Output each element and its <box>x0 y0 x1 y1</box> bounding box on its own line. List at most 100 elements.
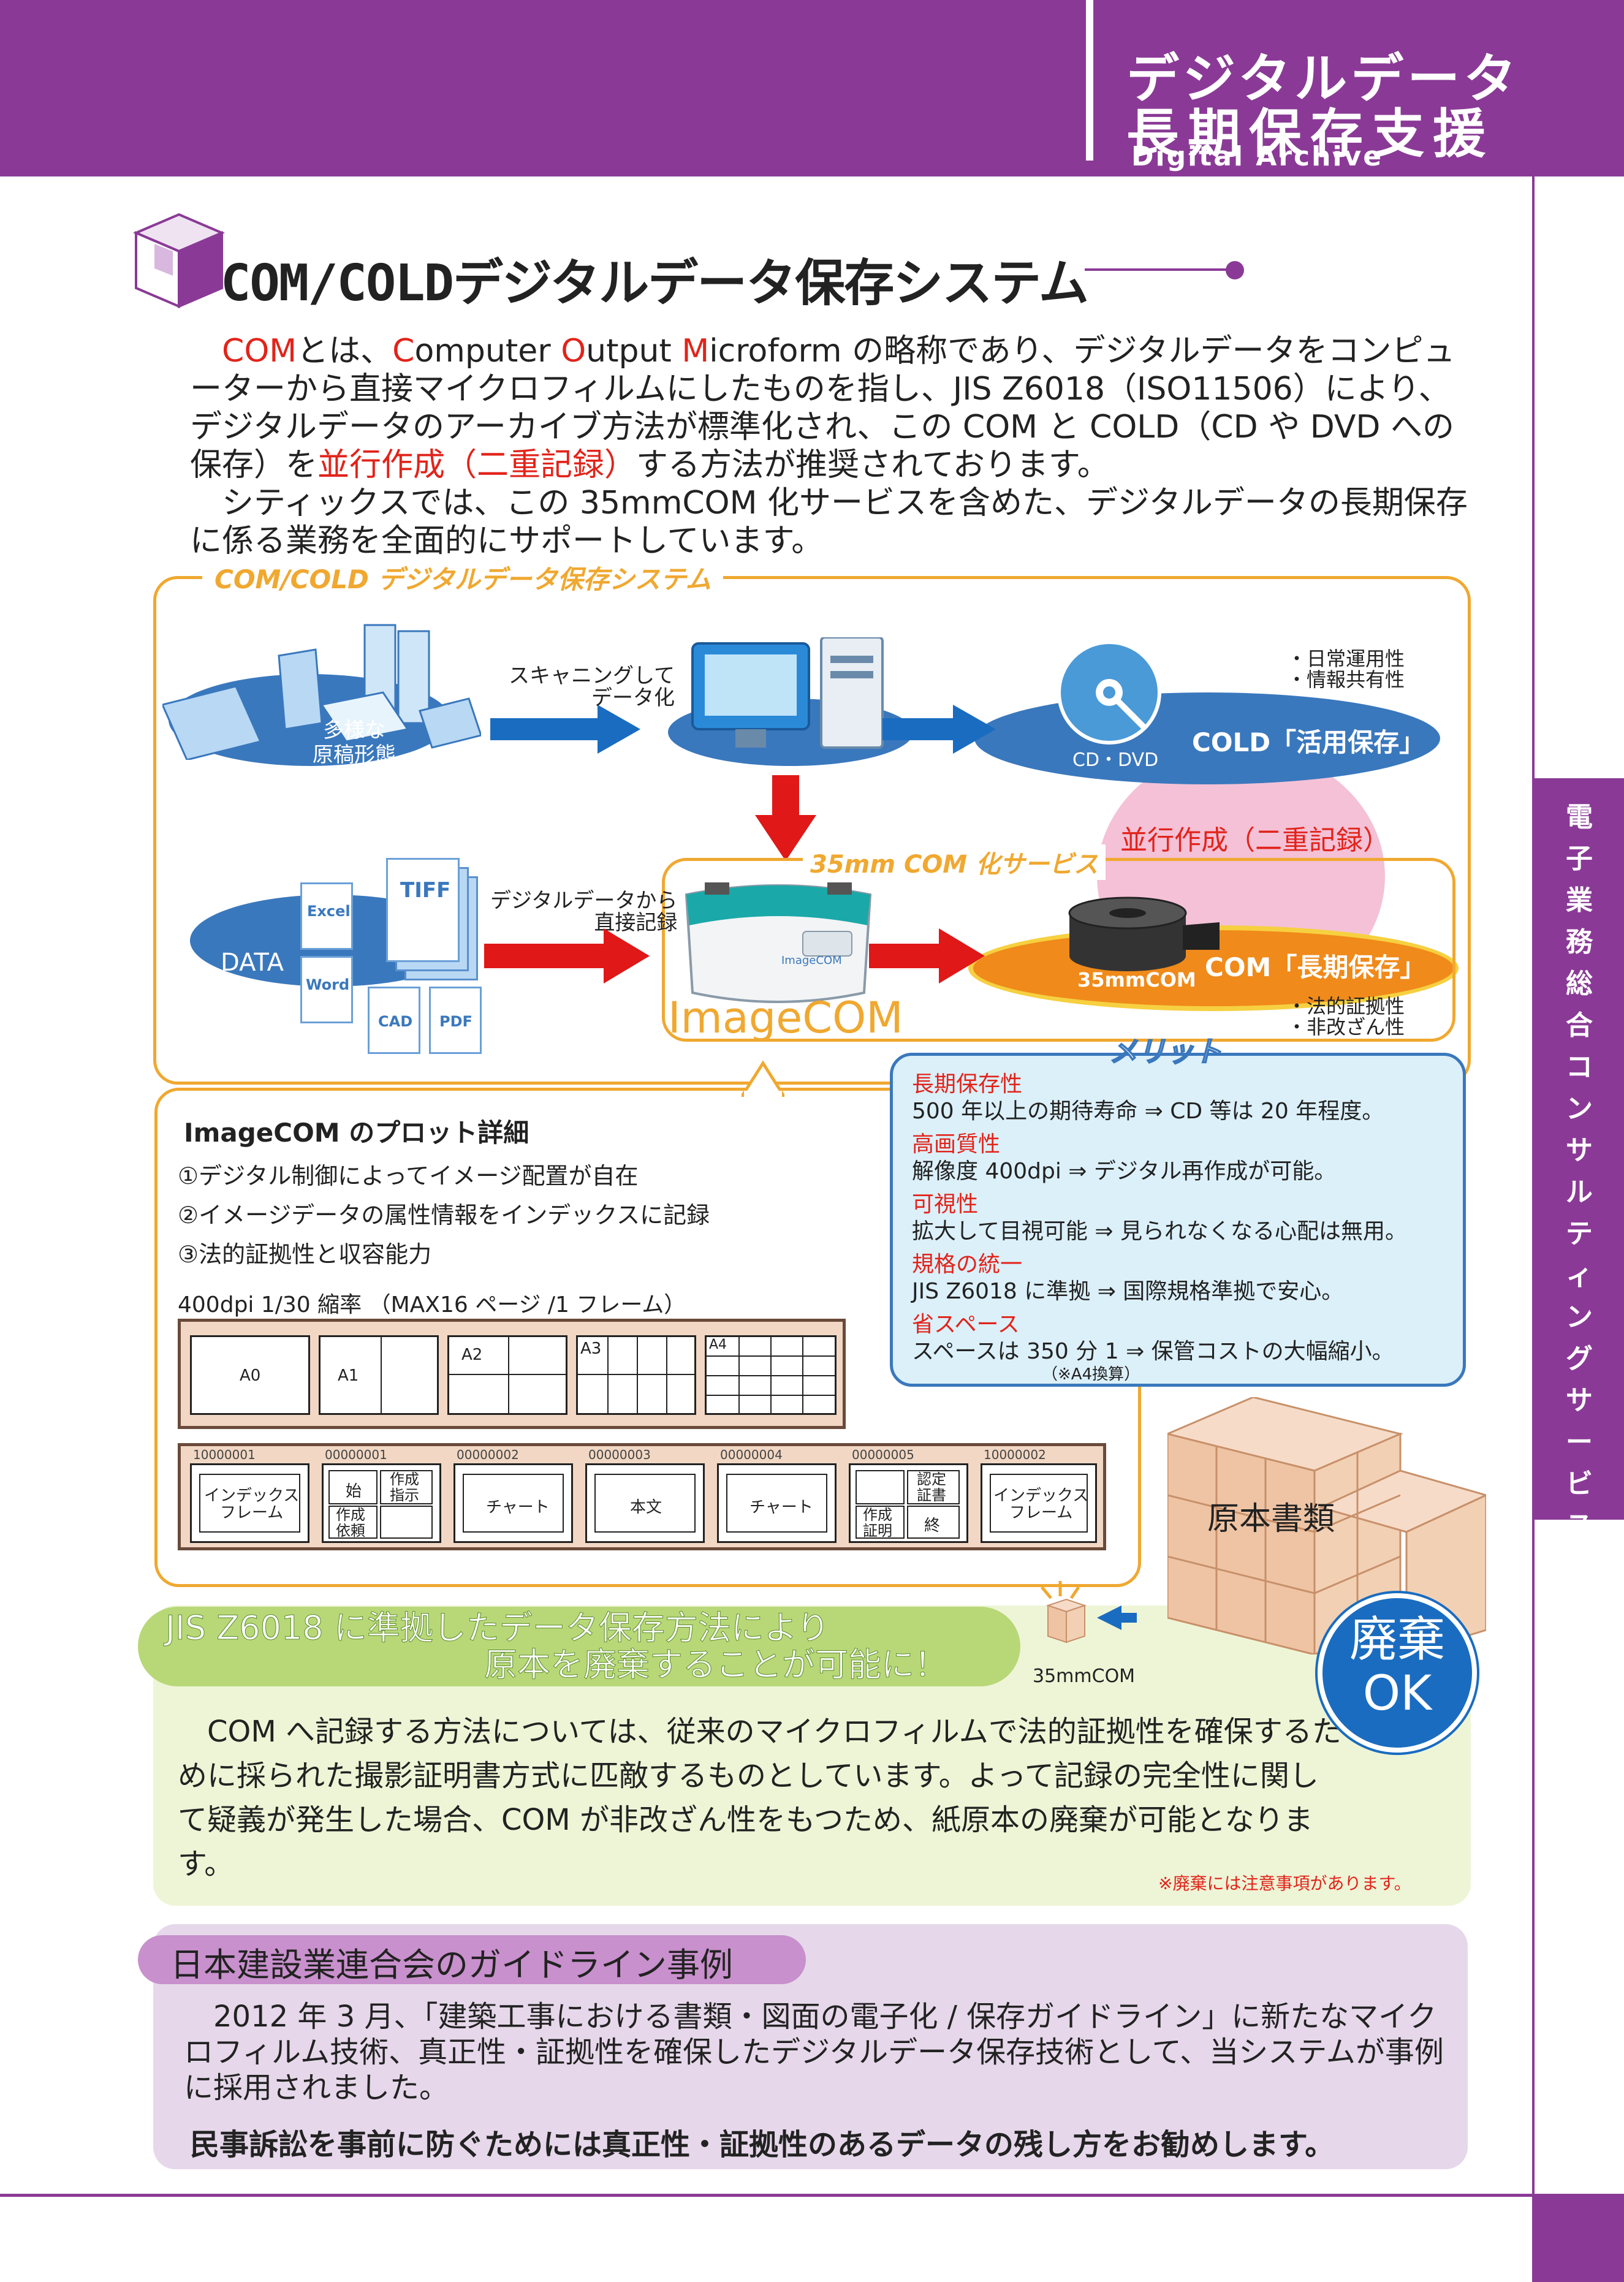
pdf-file-icon: PDF <box>429 987 482 1054</box>
index-frame-start-label: インデックス フレーム <box>204 1487 300 1522</box>
intro-C: C <box>392 333 415 370</box>
label-end: 終 <box>924 1517 941 1535</box>
excel-file-icon: Excel <box>300 882 353 950</box>
intro-M: M <box>681 333 710 370</box>
side-tab-char: テ <box>1566 1218 1593 1249</box>
intro-utput: utput <box>586 333 682 370</box>
side-tab-char: 務 <box>1566 927 1593 958</box>
disposal-ok-badge <box>1318 1593 1477 1753</box>
cold-arrow-shaft <box>882 718 956 740</box>
frame-a1: A1 <box>319 1335 439 1415</box>
plot-item-2: ②イメージデータの属性情報をインデックスに記録 <box>178 1202 710 1229</box>
merit-text-4: JIS Z6018 に準拠 ⇒ 国際規格準拠で安心。 <box>912 1279 1344 1304</box>
side-tab-char: ィ <box>1566 1260 1593 1291</box>
frame-number-5: 00000004 <box>720 1447 783 1462</box>
title-underline <box>1085 268 1232 271</box>
computer-icon <box>691 637 884 749</box>
intro-p2: シティックスでは、この 35mmCOM 化サービスを含めた、デジタルデータの長期… <box>190 485 1468 559</box>
merit-title: メリット <box>1109 1034 1223 1069</box>
parallel-label: 並行作成（二重記録） <box>1120 825 1390 856</box>
merit-text-2: 解像度 400dpi ⇒ デジタル再作成が可能。 <box>912 1159 1337 1184</box>
merit-note: （※A4換算） <box>1042 1365 1140 1384</box>
frame-number-6: 00000005 <box>852 1447 914 1462</box>
jis-heading-line2: 原本を廃棄することが可能に！ <box>484 1645 948 1685</box>
direct-record-label: デジタルデータから 直接記録 <box>490 889 678 935</box>
frame-a0: A0 <box>190 1335 310 1415</box>
guideline-heading: 日本建設業連合会のガイドライン事例 <box>170 1946 733 1984</box>
cold-platform <box>974 692 1440 784</box>
header-title-line1: デジタルデータ <box>1126 48 1520 110</box>
frame-a2: A2 <box>447 1335 567 1415</box>
cold-benefits: ・日常運用性 ・情報共有性 <box>1287 647 1405 691</box>
side-tab-char: 総 <box>1566 968 1593 999</box>
merit-text-5: スペースは 350 分 1 ⇒ 保管コストの大幅縮小。 <box>912 1339 1394 1364</box>
merit-head-1: 長期保存性 <box>912 1072 1023 1097</box>
side-tab-char: 業 <box>1566 885 1593 916</box>
size-a3: A3 <box>580 1340 602 1358</box>
merit-text-1: 500 年以上の期待寿命 ⇒ CD 等は 20 年程度。 <box>912 1099 1384 1124</box>
plot-notch <box>742 1060 784 1097</box>
cd-icon <box>1057 640 1161 745</box>
cad-file-icon: CAD <box>368 987 420 1054</box>
system-diagram-box <box>153 576 1471 1085</box>
size-a0: A0 <box>240 1367 261 1385</box>
end-frame: 認定 証書 作成 証明 終 <box>849 1463 968 1543</box>
header-bar <box>0 0 1624 176</box>
com-benefits: ・法的証拠性 ・非改ざん性 <box>1287 995 1405 1039</box>
imagecom-machine-icon <box>685 882 872 1003</box>
frame-number-4: 00000003 <box>588 1447 651 1462</box>
down-arrow-shaft <box>772 775 799 818</box>
index-frame-start-inner: インデックス フレーム <box>199 1474 300 1533</box>
side-tab-char: 子 <box>1566 843 1593 874</box>
side-line <box>1532 176 1535 2282</box>
label-body: 本文 <box>630 1498 662 1517</box>
jis-body: COM へ記録する方法については、従来のマイクロフィルムで法的証拠性を確保するた… <box>178 1710 1342 1886</box>
side-tab-char: グ <box>1566 1343 1593 1374</box>
side-tab-char: ル <box>1566 1177 1593 1208</box>
label-chart-2: チャート <box>749 1498 813 1517</box>
com-label: COM「長期保存」 <box>1205 952 1426 982</box>
side-tab-char: サ <box>1566 1135 1593 1166</box>
com-arrow-shaft <box>869 944 943 968</box>
index-frame-start: インデックス フレーム <box>190 1463 309 1543</box>
jis-heading-band <box>138 1607 1020 1686</box>
side-tab-char: ー <box>1566 1427 1593 1458</box>
size-a1: A1 <box>338 1367 359 1385</box>
film-strip-sizes: A0 A1 A2 A3 A4 <box>178 1319 846 1429</box>
record-arrow-shaft <box>484 944 607 968</box>
cube-icon <box>132 213 226 309</box>
guideline-body-text: 2012 年 3 月、「建築工事における書類・図面の電子化 / 保存ガイドライン… <box>184 2000 1444 2105</box>
title-dot <box>1226 261 1244 279</box>
pdf-file-label: PDF <box>439 1013 472 1030</box>
chart-frame-2: チャート <box>717 1463 837 1543</box>
guideline-body: 2012 年 3 月、「建築工事における書類・図面の電子化 / 保存ガイドライン… <box>184 1999 1446 2106</box>
com35-label: 35mmCOM <box>1033 1666 1136 1687</box>
label-proof: 作成 証明 <box>863 1506 892 1539</box>
body-frame: 本文 <box>585 1463 705 1543</box>
frame-a4: A4 <box>705 1335 837 1415</box>
index-frame-end-label: インデックス フレーム <box>993 1487 1089 1522</box>
section-title: COM/COLDデジタルデータ保存システム <box>221 254 1089 313</box>
chart-frame-1: チャート <box>453 1463 573 1543</box>
side-tab-char: ス <box>1566 1510 1593 1541</box>
plot-title: ImageCOM のプロット詳細 <box>184 1118 529 1148</box>
header-title-line2: 長期保存支援 <box>1126 104 1494 165</box>
record-arrow-head <box>604 928 650 984</box>
side-tab-text: 電子業務総合コンサルティングサービス <box>1535 797 1624 1547</box>
intro-paragraph-1: COMとは、Computer Output Microform の略称であり、デ… <box>190 332 1477 484</box>
intro-red-phrase: 並行作成（二重記録） <box>317 447 637 483</box>
intro-rest2: する方法が推奨されております。 <box>636 447 1109 483</box>
system-diagram-title: COM/COLD デジタルデータ保存システム <box>202 559 724 596</box>
side-tab <box>1535 778 1624 1520</box>
cold-arrow-head <box>953 705 996 754</box>
jis-body-text: COM へ記録する方法については、従来のマイクロフィルムで法的証拠性を確保するた… <box>178 1715 1341 1881</box>
data-label: DATA <box>221 949 284 977</box>
small-box-icon <box>1041 1581 1137 1643</box>
intro-paragraph-2: シティックスでは、この 35mmCOM 化サービスを含めた、デジタルデータの長期… <box>190 484 1477 560</box>
side-tab-char: ビ <box>1566 1468 1593 1499</box>
side-tab-char: ン <box>1566 1093 1593 1124</box>
merit-head-3: 可視性 <box>912 1192 979 1217</box>
frame-a3: A3 <box>576 1335 696 1415</box>
side-tab-char: コ <box>1566 1052 1593 1083</box>
